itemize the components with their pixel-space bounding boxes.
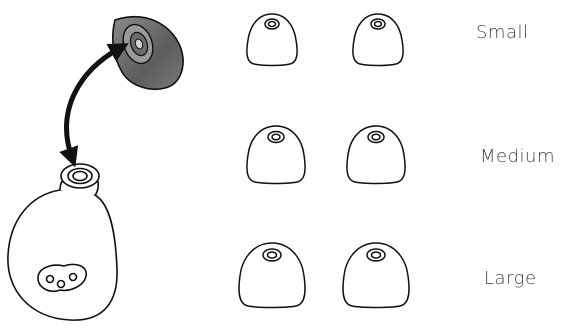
swap-arrow-icon <box>67 48 120 158</box>
size-label-small: Small <box>476 22 529 43</box>
medium-ear-tip-left-icon <box>247 126 305 184</box>
earbud-icon <box>8 164 117 320</box>
small-ear-tip-left-icon <box>247 14 297 66</box>
ear-tip-icon <box>113 17 183 90</box>
size-label-large: Large <box>484 268 537 289</box>
small-ear-tip-right-icon <box>353 14 403 66</box>
medium-ear-tip-right-icon <box>347 126 405 184</box>
size-label-medium: Medium <box>480 146 555 167</box>
large-ear-tip-left-icon <box>239 243 305 308</box>
large-ear-tip-right-icon <box>343 243 409 308</box>
